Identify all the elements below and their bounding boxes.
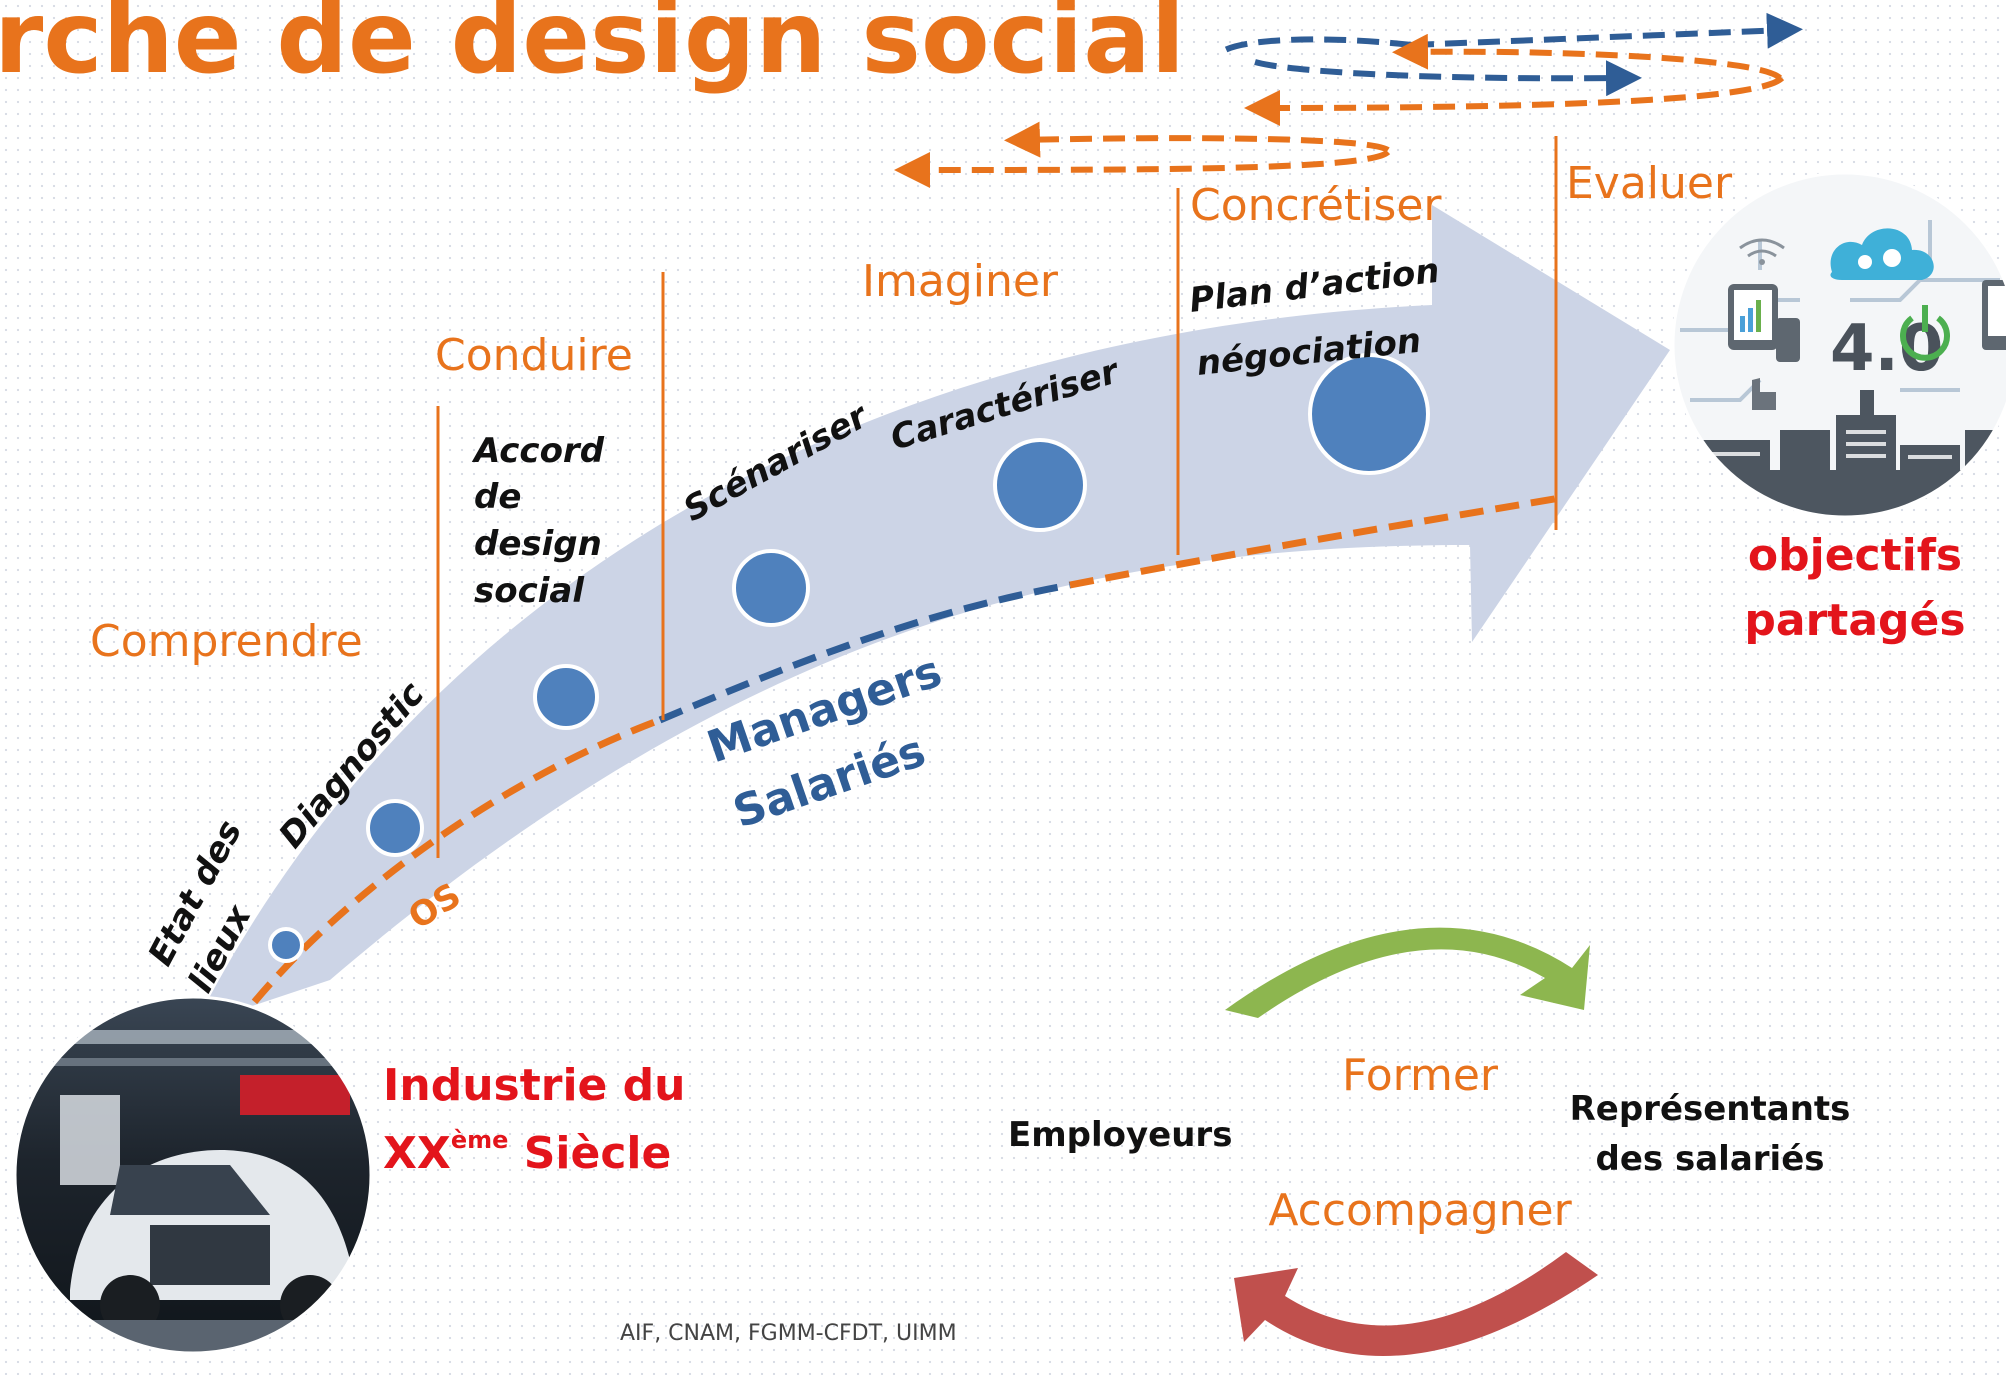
cycle-representants-1: Représentants <box>1570 1089 1851 1129</box>
dot-4 <box>732 549 810 627</box>
step-accord-3: design <box>474 524 602 564</box>
start-label-sup: ème <box>451 1126 509 1154</box>
stage-evaluer: Evaluer <box>1566 158 1733 209</box>
cycle-accompagner: Accompagner <box>1268 1185 1572 1236</box>
cycle-representants-2: des salariés <box>1596 1139 1825 1179</box>
loop-orange-mid <box>1244 75 1785 126</box>
loop-blue-top <box>1223 36 1413 53</box>
dot-2 <box>366 799 424 857</box>
upper-dashed-line <box>1069 494 1561 589</box>
power-icon <box>1900 315 1950 361</box>
credit-footer: AIF, CNAM, FGMM-CFDT, UIMM <box>620 1321 957 1346</box>
cycle-arrow-green <box>1225 927 1590 1018</box>
loop-blue-bottom <box>1254 59 1642 97</box>
managers-dashed-line <box>658 581 1071 724</box>
dot-6 <box>1308 353 1430 475</box>
start-label-line1: Industrie du <box>383 1060 686 1111</box>
dot-3 <box>533 664 599 730</box>
start-label-line2: XXème Siècle <box>383 1126 671 1179</box>
wifi-icon <box>1739 238 1785 258</box>
stage-imaginer: Imaginer <box>862 256 1059 307</box>
start-label-century: XX <box>383 1128 451 1179</box>
cycle-former: Former <box>1342 1050 1499 1101</box>
loop-orange-top <box>1392 33 1783 81</box>
loop-orange-bottom <box>894 149 1391 188</box>
dot-1 <box>268 927 304 963</box>
os-dashed-line <box>229 716 662 1033</box>
loop-orange-lower <box>1004 121 1390 158</box>
loop-blue-right <box>1411 12 1803 49</box>
page-title: rche de design social <box>0 0 1185 96</box>
cycle-arrow-red <box>1234 1252 1598 1356</box>
stage-concretiser: Concrétiser <box>1190 180 1442 231</box>
iteration-loops <box>894 12 1803 188</box>
dot-5 <box>993 438 1087 532</box>
hand-icon <box>1752 378 1776 410</box>
phone-icon <box>1776 318 1800 362</box>
stage-comprendre: Comprendre <box>90 616 363 667</box>
stage-conduire: Conduire <box>435 330 633 381</box>
factory-photo <box>15 997 371 1353</box>
step-accord-4: social <box>474 571 585 611</box>
step-accord-2: de <box>474 477 521 517</box>
cloud-icon <box>1830 228 1934 280</box>
start-label-rest: Siècle <box>508 1128 671 1179</box>
progress-dots <box>268 353 1430 963</box>
step-accord-1: Accord <box>471 431 605 471</box>
end-label-line1: objectifs <box>1748 530 1962 581</box>
end-label-line2: partagés <box>1744 595 1965 646</box>
cycle-employeurs: Employeurs <box>1008 1115 1232 1155</box>
